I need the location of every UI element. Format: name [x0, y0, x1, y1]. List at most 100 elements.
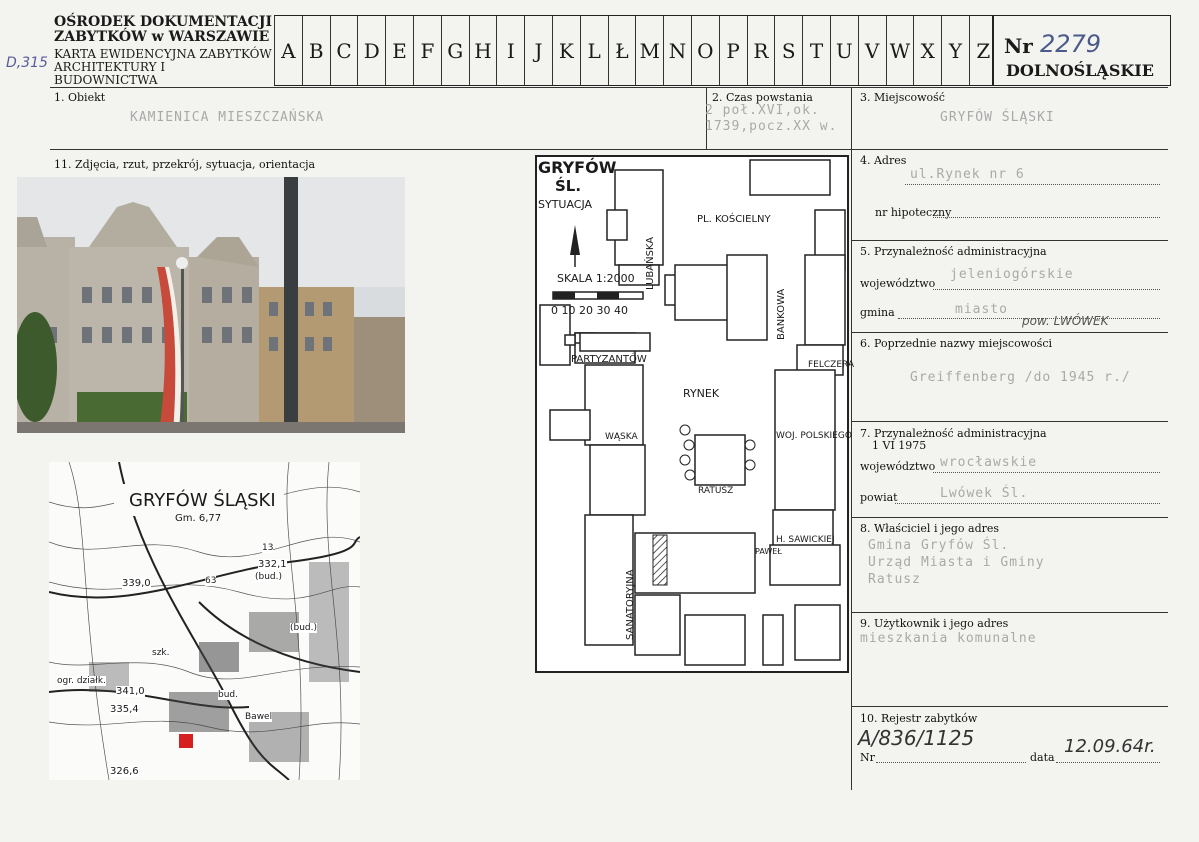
rejestr-label: 10. Rejestr zabytków — [860, 712, 978, 725]
topomap-label: bud. — [218, 690, 238, 700]
zdjecia-label: 11. Zdjęcia, rzut, przekrój, sytuacja, o… — [54, 158, 316, 171]
letter-15: O — [690, 16, 719, 85]
plan-title-2: ŚL. — [555, 177, 582, 195]
dotted-line — [933, 472, 1160, 473]
divider — [851, 612, 1168, 613]
divider — [851, 706, 1168, 707]
letter-5: F — [412, 16, 441, 85]
letter-11: L — [579, 16, 608, 85]
topomap-sub: Gm. 6,77 — [175, 513, 222, 524]
plan-street: SANATORYJNA — [625, 569, 636, 640]
dotted-line — [1056, 762, 1160, 763]
divider — [706, 87, 707, 149]
divider — [50, 149, 1168, 150]
letter-0: A — [274, 16, 302, 85]
letter-9: J — [524, 16, 552, 85]
uzytkownik-value: mieszkania komunalne — [860, 631, 1037, 646]
letter-6: G — [440, 16, 469, 85]
czas-label: 2. Czas powstania — [712, 91, 813, 104]
letter-16: P — [718, 16, 747, 85]
plan-scale: SKALA 1:2000 — [557, 272, 635, 285]
letter-8: I — [496, 16, 524, 85]
divider — [851, 332, 1168, 333]
hipoteczny-label: nr hipoteczny — [875, 206, 952, 219]
przynal75-date: 1 VI 1975 — [872, 439, 927, 452]
divider — [851, 240, 1168, 241]
topomap-label: 332,1 — [258, 559, 287, 570]
plan-scale-ticks: 0 10 20 30 40 — [551, 304, 628, 317]
plan-street: WĄSKA — [605, 432, 638, 442]
wlasciciel-label: 8. Właściciel i jego adres — [860, 522, 1000, 535]
plan-street: RYNEK — [683, 387, 720, 400]
obiekt-value: KAMIENICA MIESZCZAŃSKA — [130, 110, 325, 125]
letter-21: V — [857, 16, 886, 85]
topomap-label: 339,0 — [122, 578, 151, 589]
uzytkownik-label: 9. Użytkownik i jego adres — [860, 617, 1009, 630]
plan-street: PL. KOŚCIELNY — [697, 214, 771, 225]
letter-20: U — [829, 16, 858, 85]
letter-14: N — [663, 16, 691, 85]
poprz-value: Greiffenberg /do 1945 r./ — [910, 370, 1131, 385]
letter-13: M — [635, 16, 663, 85]
woj-label: województwo — [860, 277, 936, 290]
plan-street: RATUSZ — [698, 486, 734, 496]
powiat-value: Lwówek Śl. — [940, 486, 1029, 501]
letter-10: K — [551, 16, 580, 85]
nr-value: 2279 — [1040, 30, 1102, 58]
plan-street: PAWEŁ — [755, 547, 782, 556]
letter-25: Z — [968, 16, 997, 85]
woj-value: jeleniogórskie — [950, 267, 1074, 282]
topographic-map — [49, 462, 360, 780]
plan-street: FELCZERA — [808, 360, 855, 370]
dotted-line — [876, 762, 1026, 763]
gmina-label: gmina — [860, 306, 895, 319]
card-type-line2: ARCHITEKTURY I BUDOWNICTWA — [54, 60, 166, 87]
rejestr-data-label: data — [1030, 751, 1055, 764]
letter-7: H — [468, 16, 497, 85]
rejestr-data-value: 12.09.64r. — [1064, 736, 1156, 757]
situation-plan — [535, 155, 849, 673]
woj75-value: wrocławskie — [940, 455, 1038, 470]
wlasciciel-line2: Urząd Miasta i Gminy — [868, 555, 1045, 570]
institution-header: OŚRODEK DOKUMENTACJI ZABYTKÓW w WARSZAWI… — [54, 15, 272, 87]
nr-label: Nr — [1004, 34, 1033, 58]
divider — [851, 517, 1168, 518]
miejscowosc-value: GRYFÓW ŚLĄSKI — [940, 110, 1055, 125]
topomap-label: (bud.) — [290, 623, 318, 633]
card-type-line1: KARTA EWIDENCYJNA ZABYTKÓW — [54, 47, 272, 61]
topomap-label: (bud.) — [255, 572, 283, 582]
woj75-label: województwo — [860, 460, 936, 473]
institution-line1: OŚRODEK DOKUMENTACJI — [54, 14, 272, 30]
czas-value-1: 2 poł.XVI,ok. — [705, 103, 820, 118]
letter-12: Ł — [607, 16, 636, 85]
rejestr-nr-value: A/836/1125 — [858, 726, 975, 750]
dotted-line — [933, 289, 1160, 290]
wlasciciel-line1: Gmina Gryfów Śl. — [868, 538, 1010, 553]
topomap-title: GRYFÓW ŚLĄSKI — [129, 490, 276, 511]
region-name: DOLNOŚLĄSKIE — [1006, 61, 1154, 80]
facade-photo — [17, 177, 405, 433]
letter-1: B — [301, 16, 330, 85]
map-marker — [179, 734, 193, 748]
letter-4: E — [385, 16, 413, 85]
topomap-label: 335,4 — [110, 704, 139, 715]
letter-3: D — [357, 16, 385, 85]
adres-label: 4. Adres — [860, 154, 907, 167]
poprz-label: 6. Poprzednie nazwy miejscowości — [860, 337, 1053, 350]
topomap-label: ogr. działk. — [57, 676, 106, 686]
przynal75-label: 7. Przynależność administracyjna — [860, 427, 1047, 440]
letter-19: T — [802, 16, 830, 85]
plan-street: BANKOWA — [776, 288, 787, 340]
adres-value: ul.Rynek nr 6 — [910, 167, 1025, 182]
plan-title: GRYFÓW — [538, 158, 617, 177]
number-box: Nr 2279 DOLNOŚLĄSKIE — [992, 15, 1171, 86]
plan-street: PARTYZANTÓW — [571, 354, 647, 365]
topomap-label: 13 — [262, 543, 274, 553]
topomap-label: 341,0 — [116, 686, 145, 697]
plan-street: H. SAWICKIEJ — [776, 535, 835, 545]
plan-subtitle: SYTUACJA — [538, 198, 593, 211]
przynal-label: 5. Przynależność administracyjna — [860, 245, 1047, 258]
dotted-line — [905, 184, 1160, 185]
divider — [50, 87, 1168, 88]
